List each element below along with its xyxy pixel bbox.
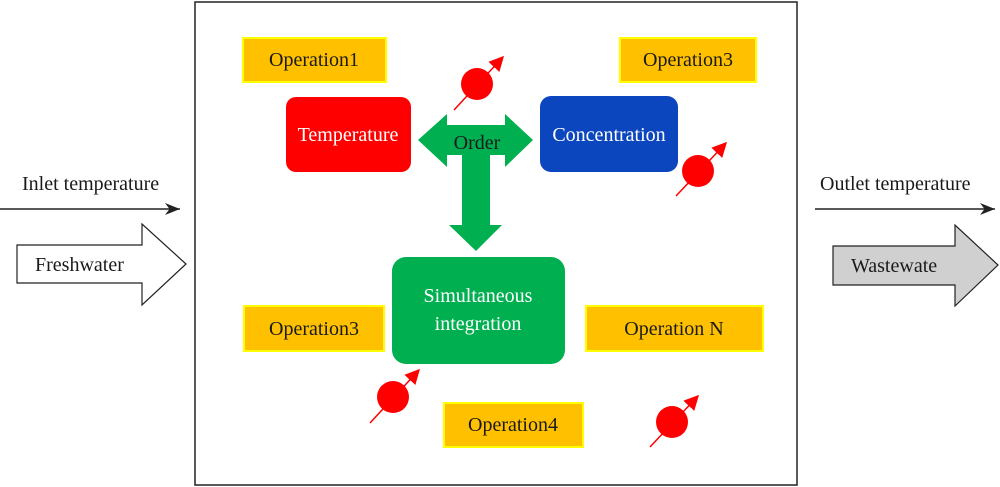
- svg-text:Operation1: Operation1: [269, 49, 359, 71]
- wastewater-label: Wastewate: [851, 255, 937, 277]
- particle-icon: [369, 368, 421, 424]
- operation-4: Operation4: [443, 402, 584, 448]
- svg-text:Operation4: Operation4: [468, 414, 558, 436]
- svg-text:Simultaneous: Simultaneous: [424, 285, 533, 307]
- simultaneous-integration-box: Simultaneous integration: [392, 257, 565, 364]
- order-label: Order: [454, 132, 501, 154]
- svg-text:Temperature: Temperature: [298, 124, 399, 146]
- inlet-temperature-label: Inlet temperature: [22, 173, 159, 195]
- operation-3-left: Operation3: [243, 305, 385, 352]
- svg-text:Operation3: Operation3: [269, 318, 359, 340]
- svg-text:Operation3: Operation3: [643, 49, 733, 71]
- order-arrow: [418, 114, 533, 251]
- particle-icon: [649, 394, 700, 448]
- svg-text:Concentration: Concentration: [552, 124, 665, 146]
- particle-icon: [453, 55, 505, 111]
- operation-3-top: Operation3: [619, 37, 757, 83]
- operation-1: Operation1: [242, 37, 387, 83]
- svg-text:Operation N: Operation N: [624, 318, 723, 340]
- svg-text:integration: integration: [435, 313, 522, 335]
- freshwater-arrow: [16, 222, 187, 307]
- freshwater-label: Freshwater: [35, 254, 124, 276]
- outlet-temperature-label: Outlet temperature: [820, 173, 971, 195]
- particle-icon: [675, 141, 728, 197]
- temperature-box: Temperature: [286, 97, 411, 172]
- concentration-box: Concentration: [540, 96, 678, 172]
- wastewater-arrow: [832, 223, 999, 308]
- operation-n: Operation N: [585, 305, 764, 352]
